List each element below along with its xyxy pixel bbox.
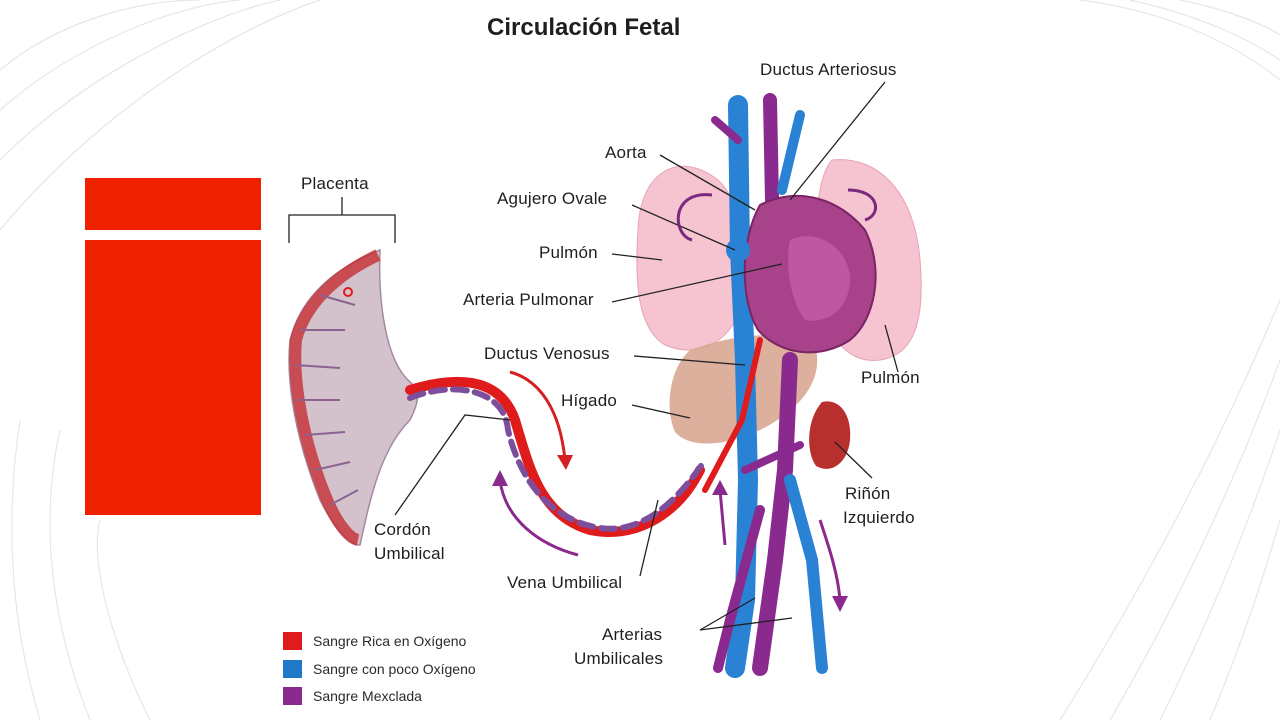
legend-swatch-blue — [283, 660, 302, 678]
legend-label: Sangre Rica en Oxígeno — [313, 633, 467, 649]
label-ductus-venosus: Ductus Venosus — [484, 344, 610, 363]
kidney-shape — [809, 401, 851, 469]
label-arterias-line2: Umbilicales — [574, 649, 664, 668]
label-arterias-line1: Arterias — [602, 625, 663, 644]
label-rinon-line2: Izquierdo — [843, 508, 915, 527]
label-cordon-line2: Umbilical — [374, 544, 445, 563]
label-pulmon-right: Pulmón — [861, 368, 920, 387]
label-ductus-arteriosus: Ductus Arteriosus — [760, 60, 897, 79]
legend-item-oxygen-rich: Sangre Rica en Oxígeno — [283, 631, 466, 651]
red-content-block — [85, 240, 261, 515]
legend-label: Sangre Mexclada — [313, 688, 422, 704]
placenta-shape — [288, 248, 419, 546]
label-cordon-line1: Cordón — [374, 520, 431, 539]
label-agujero-ovale: Agujero Ovale — [497, 189, 608, 208]
legend-item-oxygen-poor: Sangre con poco Oxígeno — [283, 659, 476, 679]
red-header-block — [85, 178, 261, 230]
legend-label: Sangre con poco Oxígeno — [313, 661, 476, 677]
label-higado: Hígado — [561, 391, 618, 410]
label-placenta: Placenta — [301, 174, 369, 193]
label-aorta: Aorta — [605, 143, 647, 162]
label-rinon-line1: Riñón — [845, 484, 891, 503]
label-arteria-pulmonar: Arteria Pulmonar — [463, 290, 594, 309]
label-vena-umbilical: Vena Umbilical — [507, 573, 623, 592]
diagram-title: Circulación Fetal — [487, 14, 681, 41]
legend-item-mixed: Sangre Mexclada — [283, 686, 422, 706]
legend-swatch-purple — [283, 687, 302, 705]
legend-swatch-red — [283, 632, 302, 650]
label-pulmon-left: Pulmón — [539, 243, 598, 262]
